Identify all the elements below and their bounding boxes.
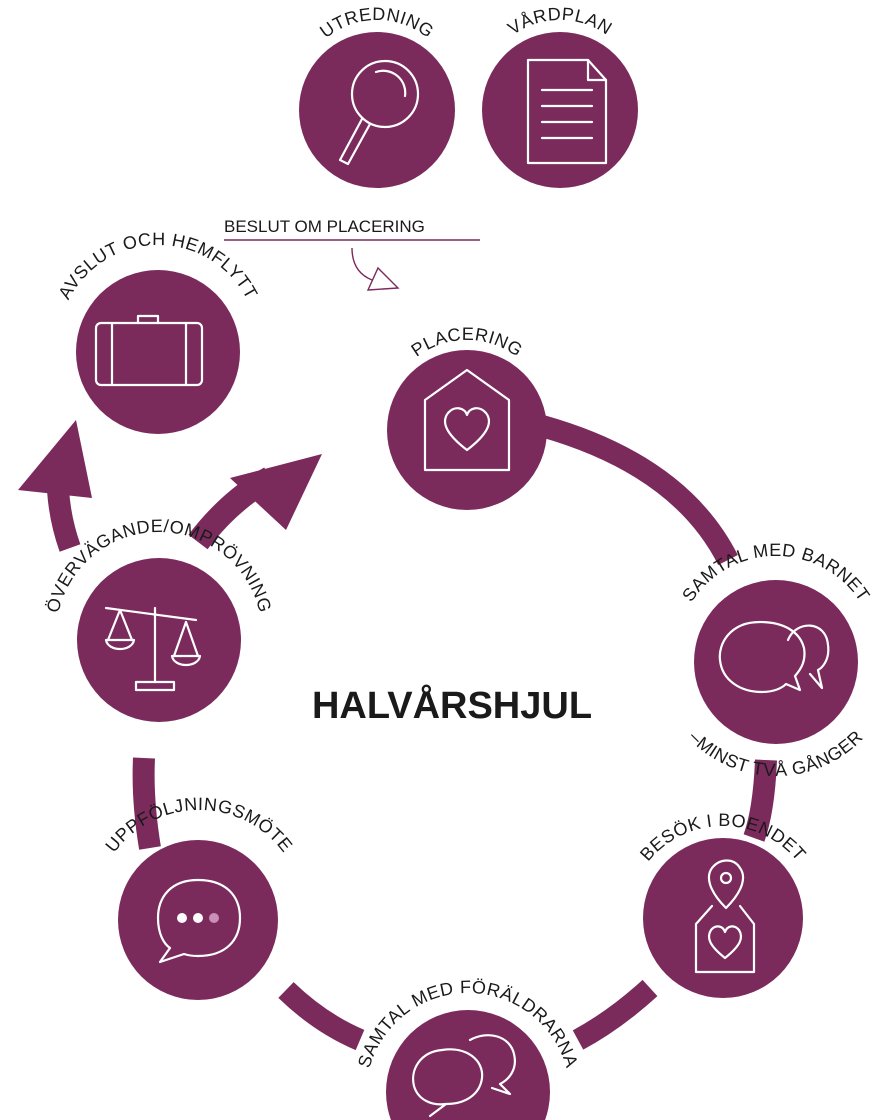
house-heart-icon [423, 368, 511, 472]
station-besok: BESÖK I BOENDET [636, 810, 809, 998]
ring-segment-barnet-besok [743, 759, 777, 842]
suitcase-icon [94, 314, 204, 387]
station-avslut: AVSLUT OCH HEMFLYTT [54, 229, 261, 434]
document-icon [526, 58, 608, 165]
station-vardplan: VÅRDPLAN [482, 4, 638, 188]
station-overvagande: ÖVERVÄGANDE/OMPRÖVNING [43, 516, 275, 722]
center-title: HALVÅRSHJUL [312, 683, 592, 727]
ring-segment-placering-barnet [539, 415, 738, 566]
ring-segment-overvagande-avslut [47, 489, 81, 552]
station-utredning: UTREDNING [299, 4, 455, 188]
station-uppfoljning: UPPFÖLJNINGSMÖTE [101, 794, 296, 1000]
station-samtal-foraldrarna: SAMTAL MED FÖRÄLDRARNA [354, 977, 581, 1120]
scales-icon [104, 606, 202, 692]
arrowhead-to-placering [230, 454, 322, 530]
magnifier-icon [338, 59, 420, 166]
station-samtal-barnet: SAMTAL MED BARNET –MINST TVÅ GÅNGER [678, 540, 873, 780]
ring-segment-uppfoljning-overvagande [132, 757, 161, 850]
conversation-icon [412, 1034, 516, 1118]
ring-segments [47, 415, 777, 1051]
speech-bubbles-icon [718, 620, 830, 694]
ring-segment-foraldrarna-uppfoljning [278, 982, 365, 1051]
arrowhead-to-avslut [18, 420, 92, 498]
ring-segment-besok-foraldrarna [572, 979, 658, 1050]
location-tag-icon [694, 859, 756, 974]
station-placering: PLACERING [387, 324, 547, 510]
decision-marker [224, 239, 480, 291]
decision-label: BESLUT OM PLACERING [224, 217, 425, 236]
chat-dots-icon [156, 878, 242, 964]
